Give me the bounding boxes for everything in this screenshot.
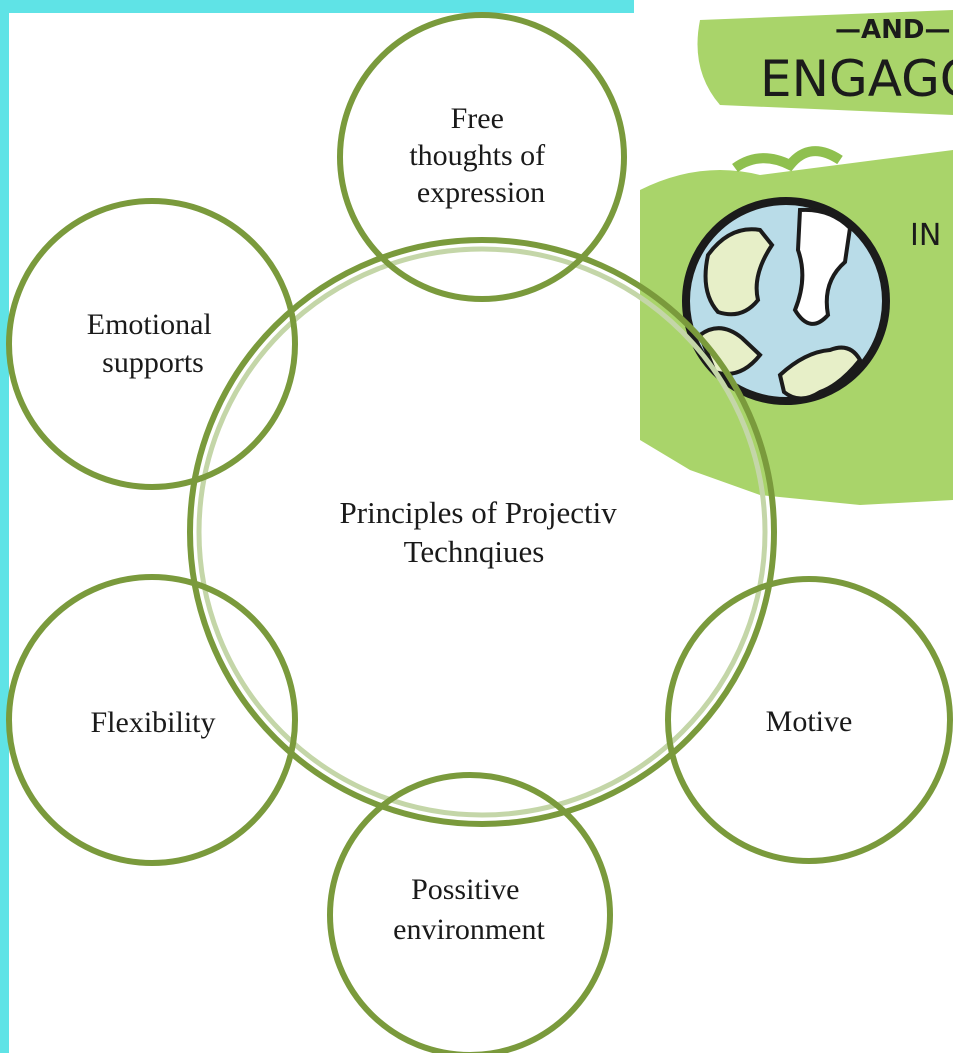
svg-text:Principles of Projectiv: Principles of Projectiv Technqiues xyxy=(340,495,625,569)
sketch-illustration: —AND— ENGAGO IN xyxy=(634,0,953,530)
sketch-in-text: IN xyxy=(910,218,941,253)
center-circle xyxy=(187,237,777,827)
center-circle-inner-ring xyxy=(196,246,768,818)
cycle-diagram: Principles of Projectiv Technqiues Free … xyxy=(6,12,953,1053)
node-circle-free-thoughts xyxy=(337,12,627,302)
node-label-flexibility: Flexibility xyxy=(90,706,215,739)
node-circle-motive xyxy=(665,576,953,864)
cyan-frame xyxy=(0,0,634,1053)
node-label-free-thoughts: Free thoughts of expression xyxy=(409,102,552,209)
node-circle-possitive-environment xyxy=(327,772,613,1053)
node-label-emotional-supports: Emotional supports xyxy=(87,308,219,379)
node-circle-emotional-supports xyxy=(6,198,298,490)
center-label-line1: Principles of Projectiv xyxy=(340,495,618,530)
sketch-green-band-top xyxy=(697,10,953,115)
sketch-engaged-text: ENGAGO xyxy=(760,50,953,108)
node-label-motive: Motive xyxy=(766,705,853,738)
node-label-possitive-environment: Possitive environment xyxy=(393,873,545,946)
center-label-line2: Technqiues xyxy=(404,534,545,569)
node-circle-flexibility xyxy=(6,574,298,866)
sketch-and-text: —AND— xyxy=(835,15,950,45)
globe-icon xyxy=(682,197,890,405)
